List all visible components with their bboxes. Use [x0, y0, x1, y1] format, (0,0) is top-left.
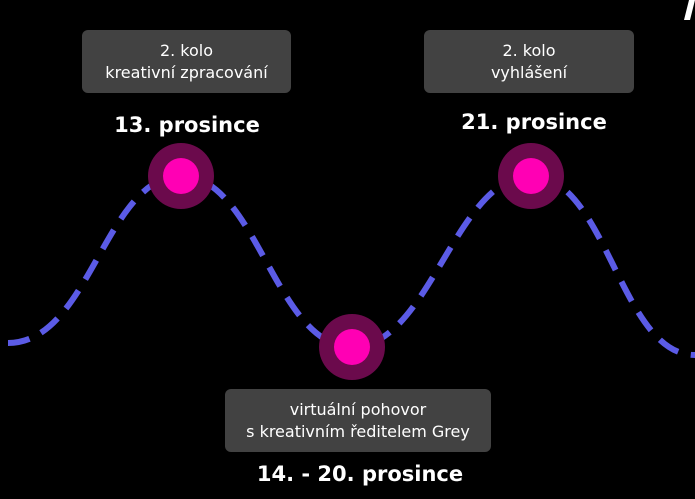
milestone-card-round2-creative: 2. kolo kreativní zpracování [82, 30, 291, 93]
milestone-card-line1: 2. kolo [502, 40, 556, 60]
milestone-card-line1: virtuální pohovor [289, 399, 427, 419]
marker-core [163, 158, 199, 194]
milestone-date-round2-announcement: 21. prosince [461, 110, 607, 134]
milestone-card-line2: s kreativním ředitelem Grey [246, 421, 470, 441]
milestone-card-round2-announcement: 2. kolo vyhlášení [424, 30, 634, 93]
milestone-card-interview: virtuální pohovor s kreativním ředitelem… [225, 389, 491, 452]
milestone-date-interview: 14. - 20. prosince [256, 462, 464, 486]
milestone-marker-2[interactable] [319, 314, 385, 380]
milestone-card-line2: kreativní zpracování [105, 62, 268, 82]
marker-core [513, 158, 549, 194]
milestone-marker-1[interactable] [148, 143, 214, 209]
milestone-marker-3[interactable] [498, 143, 564, 209]
marker-core [334, 329, 370, 365]
milestone-date-round2-creative: 13. prosince [114, 113, 260, 137]
milestone-card-line1: 2. kolo [159, 40, 214, 60]
milestone-card-line2: vyhlášení [490, 62, 568, 82]
